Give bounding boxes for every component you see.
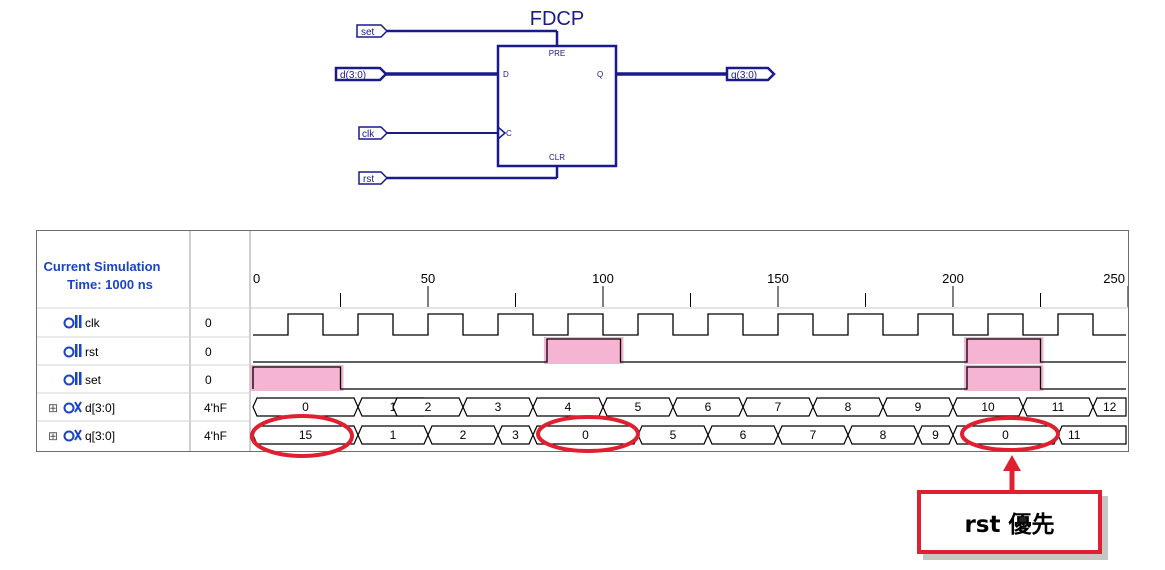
sim-header-line1: Current Simulation bbox=[43, 259, 160, 274]
q-bus-value: 9 bbox=[932, 428, 939, 442]
clk-port-label: clk bbox=[362, 129, 375, 140]
value-set: 0 bbox=[205, 373, 212, 387]
clk-trace bbox=[253, 313, 1126, 336]
d-bus-value: 0 bbox=[302, 400, 309, 414]
q-bus-value: 2 bbox=[460, 428, 467, 442]
fdcp-block bbox=[496, 44, 618, 168]
d-bus-value: 7 bbox=[775, 400, 782, 414]
d-bus-value: 12 bbox=[1103, 400, 1117, 414]
clk-signal-icon bbox=[63, 315, 82, 329]
q-port-label: q(3:0) bbox=[731, 70, 757, 81]
pin-d: D bbox=[503, 70, 509, 79]
timeline-label: 200 bbox=[942, 271, 964, 286]
d-bus-value: 4 bbox=[565, 400, 572, 414]
timeline-ruler: 0 50 100 150 200 250 bbox=[253, 271, 1128, 307]
q-bus-value: 3 bbox=[512, 428, 519, 442]
bit-trace bbox=[252, 366, 1126, 390]
rst-signal-icon bbox=[63, 344, 82, 358]
d-bus-waveform: 0123456789101112 bbox=[252, 397, 1127, 417]
fdcp-title: FDCP bbox=[530, 8, 584, 30]
value-rst: 0 bbox=[205, 345, 212, 359]
d-bus-value: 11 bbox=[1052, 400, 1065, 414]
signal-name-clk: clk bbox=[85, 316, 101, 330]
set-port bbox=[356, 24, 389, 38]
bit-trace bbox=[253, 338, 1126, 363]
q-bus-value: 15 bbox=[299, 428, 313, 442]
rst-waveform bbox=[253, 337, 1126, 364]
q-bus-value: 0 bbox=[1002, 428, 1009, 442]
pin-q: Q bbox=[597, 70, 603, 79]
q-expand-icon[interactable]: ⊞ bbox=[48, 429, 58, 443]
q-bus-waveform: 15 1 2 3 0 5 6 7 8 9 0 11 bbox=[252, 425, 1127, 445]
pulse-highlight bbox=[250, 365, 344, 391]
q-bus-value: 0 bbox=[582, 428, 589, 442]
pulse-highlight bbox=[964, 365, 1044, 391]
d-bus-value: 8 bbox=[845, 400, 852, 414]
q-bus-segment bbox=[1057, 425, 1127, 445]
timeline-label: 100 bbox=[592, 271, 614, 286]
q-bus-value: 8 bbox=[880, 428, 887, 442]
d-bus-value: 3 bbox=[495, 400, 502, 414]
d-expand-icon[interactable]: ⊞ bbox=[48, 401, 58, 415]
q-bus-value: 7 bbox=[810, 428, 817, 442]
q-bus-value: 11 bbox=[1068, 428, 1081, 442]
pulse-highlight bbox=[544, 337, 624, 364]
timeline-label: 50 bbox=[421, 271, 435, 286]
pin-pre: PRE bbox=[549, 49, 565, 58]
q-bus-value: 6 bbox=[740, 428, 747, 442]
set-signal-icon bbox=[63, 372, 82, 386]
timeline-label: 250 bbox=[1103, 271, 1125, 286]
clk-port bbox=[358, 126, 389, 140]
rst-port-label: rst bbox=[363, 174, 374, 185]
set-waveform bbox=[250, 365, 1126, 391]
signal-name-rst: rst bbox=[85, 345, 99, 359]
rst-port bbox=[358, 171, 389, 185]
pin-c: C bbox=[506, 129, 512, 138]
d-bus-value: 2 bbox=[425, 400, 432, 414]
fdcp-schematic: set d(3:0) clk rst q(3:0) FDCP PRE D Q C… bbox=[334, 8, 776, 185]
q-bus-value: 5 bbox=[670, 428, 677, 442]
callout-text: rst 優先 bbox=[964, 512, 1055, 538]
d-port bbox=[334, 66, 388, 82]
value-d: 4'hF bbox=[204, 401, 227, 415]
d-bus-value: 9 bbox=[915, 400, 922, 414]
pulse-highlight bbox=[964, 337, 1044, 364]
pin-clr: CLR bbox=[549, 153, 565, 162]
set-port-label: set bbox=[361, 27, 375, 38]
timeline-label: 0 bbox=[253, 271, 260, 286]
timeline-label: 150 bbox=[767, 271, 789, 286]
d-bus-value: 6 bbox=[705, 400, 712, 414]
signal-names: clk rst set ⊞ d[3:0] ⊞ bbox=[48, 315, 115, 443]
q-bus-icon bbox=[63, 429, 82, 442]
signal-name-d: d[3:0] bbox=[85, 401, 115, 415]
sim-header-line2: Time: 1000 ns bbox=[67, 277, 153, 292]
d-bus-segment bbox=[1092, 397, 1127, 417]
q-bus-value: 1 bbox=[390, 428, 397, 442]
signal-name-q: q[3:0] bbox=[85, 429, 115, 443]
signal-name-set: set bbox=[85, 373, 102, 387]
d-bus-value: 5 bbox=[635, 400, 642, 414]
value-clk: 0 bbox=[205, 316, 212, 330]
d-bus-icon bbox=[63, 401, 82, 414]
rst-priority-callout: rst 優先 bbox=[917, 490, 1102, 554]
callout-arrow bbox=[1003, 455, 1021, 492]
d-bus-value: 10 bbox=[981, 400, 995, 414]
clk-waveform bbox=[253, 313, 1126, 336]
value-q: 4'hF bbox=[204, 429, 227, 443]
d-port-label: d(3:0) bbox=[340, 70, 366, 81]
q-port bbox=[725, 66, 776, 82]
